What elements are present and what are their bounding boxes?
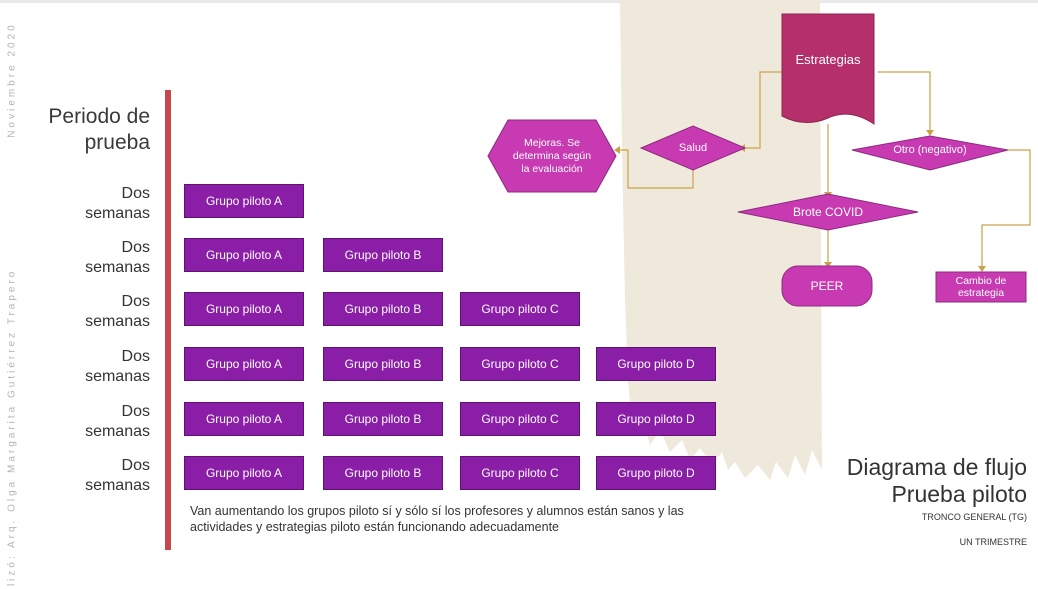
mejoras-hexagon xyxy=(487,119,617,193)
pilot-group-box: Grupo piloto A xyxy=(184,347,304,381)
top-border xyxy=(0,0,1038,3)
connector-salud-mejoras xyxy=(620,149,694,189)
arrowhead-peer xyxy=(824,262,832,268)
otro-decision-shape xyxy=(851,135,1009,171)
diagram-subtitle: TRONCO GENERAL (TG) xyxy=(921,512,1027,522)
diagram-period: UN TRIMESTRE xyxy=(959,537,1027,547)
diagram-title-line1: Diagrama de flujo xyxy=(846,454,1027,480)
pilot-group-box: Grupo piloto A xyxy=(184,238,304,272)
connector-estrategias-otro xyxy=(878,71,931,130)
pilot-group-box: Grupo piloto B xyxy=(323,456,443,490)
pilot-group-box: Grupo piloto C xyxy=(460,292,580,326)
salud-decision-shape xyxy=(639,125,747,171)
diagram-title-line2: Prueba piloto xyxy=(891,481,1027,507)
pilot-group-box: Grupo piloto C xyxy=(460,456,580,490)
pilot-group-box: Grupo piloto B xyxy=(323,238,443,272)
pilot-group-box: Grupo piloto B xyxy=(323,347,443,381)
diagram-title: Diagrama de flujo Prueba piloto xyxy=(740,454,1027,508)
cambio-label: Cambio de estrategia xyxy=(955,275,1007,299)
arrowhead-otro xyxy=(926,130,934,136)
pilot-group-box: Grupo piloto C xyxy=(460,402,580,436)
timeline-bar xyxy=(165,90,171,550)
brote-decision-shape xyxy=(737,193,919,231)
pilot-group-box: Grupo piloto A xyxy=(184,456,304,490)
timeline-header: Periodo de prueba xyxy=(48,105,150,154)
start-label: Estrategias xyxy=(795,51,861,67)
peer-terminal-shape xyxy=(781,265,873,307)
salud-label: Salud xyxy=(678,141,708,154)
mejoras-label: Mejoras. Se determina según la evaluació… xyxy=(512,136,592,175)
start-document-shape xyxy=(781,13,875,125)
brote-label: Brote COVID xyxy=(792,204,864,219)
otro-label: Otro (negativo) xyxy=(893,143,967,156)
pilot-group-box: Grupo piloto A xyxy=(184,184,304,218)
pilot-group-box: Grupo piloto C xyxy=(460,347,580,381)
timeline-note: Van aumentando los grupos piloto sí y só… xyxy=(190,504,684,534)
cambio-process-shape xyxy=(935,271,1027,303)
connector-estrategias-salud xyxy=(745,71,782,149)
pilot-group-box: Grupo piloto D xyxy=(596,456,716,490)
pilot-group-box: Grupo piloto A xyxy=(184,292,304,326)
arrowhead-mejoras xyxy=(614,146,620,154)
pilot-group-box: Grupo piloto B xyxy=(323,292,443,326)
pilot-group-box: Grupo piloto B xyxy=(323,402,443,436)
pilot-group-box: Grupo piloto A xyxy=(184,402,304,436)
arrowhead-cambio xyxy=(978,266,986,272)
pilot-group-box: Grupo piloto D xyxy=(596,347,716,381)
pilot-group-box: Grupo piloto D xyxy=(596,402,716,436)
connector-otro-cambio xyxy=(981,149,1031,266)
peer-label: PEER xyxy=(810,278,844,293)
